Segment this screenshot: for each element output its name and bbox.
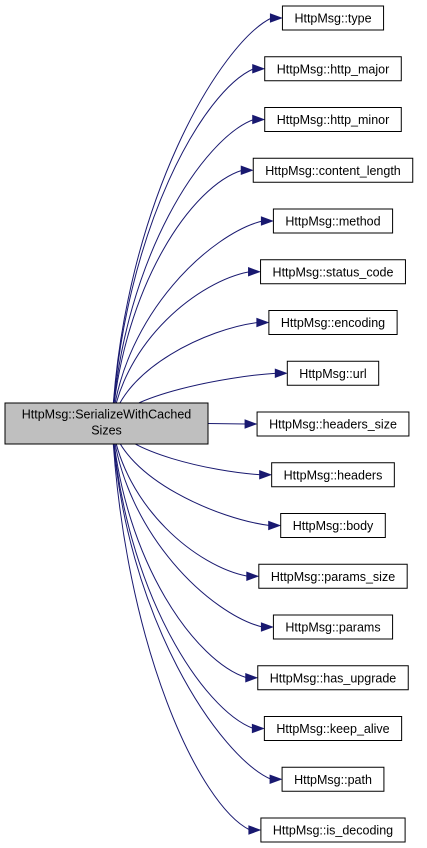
callee-label-status-code: HttpMsg::status_code (273, 265, 394, 279)
callee-node-type[interactable]: HttpMsg::type (281, 5, 385, 31)
callee-label-type: HttpMsg::type (294, 12, 371, 26)
callee-node-url[interactable]: HttpMsg::url (286, 360, 380, 386)
edge-to-type (111, 13, 283, 424)
edge-to-is-decoding (111, 423, 262, 835)
callee-label-headers-size: HttpMsg::headers_size (269, 418, 397, 432)
callee-label-url: HttpMsg::url (299, 367, 366, 381)
callee-node-http-minor[interactable]: HttpMsg::http_minor (264, 107, 402, 132)
callee-label-http-minor: HttpMsg::http_minor (277, 113, 390, 127)
edge-to-params (111, 423, 274, 632)
edge-to-status-code (111, 267, 262, 424)
callee-label-params: HttpMsg::params (285, 621, 380, 635)
edge-to-http-major (111, 64, 266, 424)
callee-node-http-major[interactable]: HttpMsg::http_major (264, 56, 402, 82)
callee-node-method[interactable]: HttpMsg::method (272, 208, 394, 234)
callee-node-body[interactable]: HttpMsg::body (280, 513, 386, 538)
callee-node-params-size[interactable]: HttpMsg::params_size (258, 563, 408, 589)
edge-to-http-minor (111, 114, 266, 424)
edge-to-keep-alive (111, 423, 265, 734)
callee-node-has-upgrade[interactable]: HttpMsg::has_upgrade (257, 665, 409, 691)
callee-node-headers[interactable]: HttpMsg::headers (271, 462, 395, 488)
root-label-line2: Sizes (91, 424, 122, 438)
edge-to-path (111, 423, 283, 784)
callee-node-status-code[interactable]: HttpMsg::status_code (260, 259, 406, 285)
callee-label-method: HttpMsg::method (285, 215, 380, 229)
callee-label-path: HttpMsg::path (294, 773, 372, 787)
callee-node-path[interactable]: HttpMsg::path (281, 766, 385, 792)
callee-node-content-length[interactable]: HttpMsg::content_length (252, 157, 414, 183)
callee-label-http-major: HttpMsg::http_major (277, 62, 390, 76)
callee-node-encoding[interactable]: HttpMsg::encoding (268, 310, 398, 335)
callee-node-is-decoding[interactable]: HttpMsg::is_decoding (260, 817, 406, 843)
callee-label-content-length: HttpMsg::content_length (265, 164, 401, 178)
callee-label-headers: HttpMsg::headers (284, 468, 383, 482)
callee-label-body: HttpMsg::body (293, 519, 374, 533)
edge-to-params-size (111, 423, 260, 581)
call-nodes: HttpMsg::SerializeWithCached Sizes HttpM… (4, 5, 414, 843)
callee-node-params[interactable]: HttpMsg::params (272, 614, 394, 640)
root-node[interactable]: HttpMsg::SerializeWithCached Sizes (4, 402, 209, 445)
callee-node-keep-alive[interactable]: HttpMsg::keep_alive (263, 716, 403, 741)
callee-label-is-decoding: HttpMsg::is_decoding (273, 824, 393, 838)
callee-label-encoding: HttpMsg::encoding (281, 316, 385, 330)
callee-label-params-size: HttpMsg::params_size (271, 570, 395, 584)
edge-to-has-upgrade (111, 423, 259, 683)
edge-to-headers-size (207, 419, 258, 429)
callee-label-keep-alive: HttpMsg::keep_alive (276, 722, 389, 736)
callee-node-headers-size[interactable]: HttpMsg::headers_size (256, 411, 410, 437)
edge-to-content-length (111, 165, 254, 424)
root-label-line1: HttpMsg::SerializeWithCached (22, 408, 192, 422)
callee-label-has-upgrade: HttpMsg::has_upgrade (270, 671, 397, 685)
edge-to-method (111, 216, 274, 424)
